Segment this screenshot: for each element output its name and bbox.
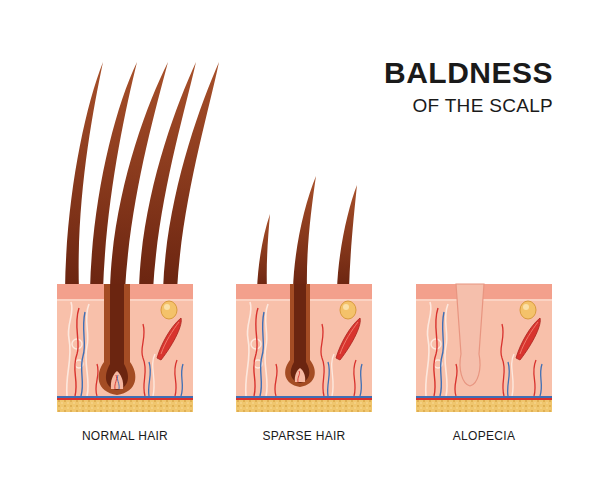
hair-follicle <box>99 284 136 395</box>
section-caption: NORMAL HAIR <box>82 430 168 442</box>
skin-layers <box>57 284 193 412</box>
skin-layers <box>236 284 372 412</box>
section-caption: ALOPECIA <box>453 430 515 442</box>
dermal-papilla <box>111 371 123 389</box>
subtitle: OF THE SCALP <box>412 96 553 115</box>
skin-section <box>57 284 193 412</box>
hair-strands <box>65 62 219 290</box>
skin-layers <box>416 284 552 412</box>
hair-strands <box>257 176 357 290</box>
dermal-papilla <box>295 368 305 382</box>
skin-section <box>236 284 372 412</box>
section-caption: SPARSE HAIR <box>262 430 345 442</box>
skin-section <box>416 284 552 412</box>
empty-follicle <box>456 284 484 386</box>
hair-root <box>291 284 310 383</box>
diagram-title: BALDNESS <box>384 58 553 88</box>
hair-root <box>106 284 128 390</box>
hair-follicle <box>285 284 315 387</box>
